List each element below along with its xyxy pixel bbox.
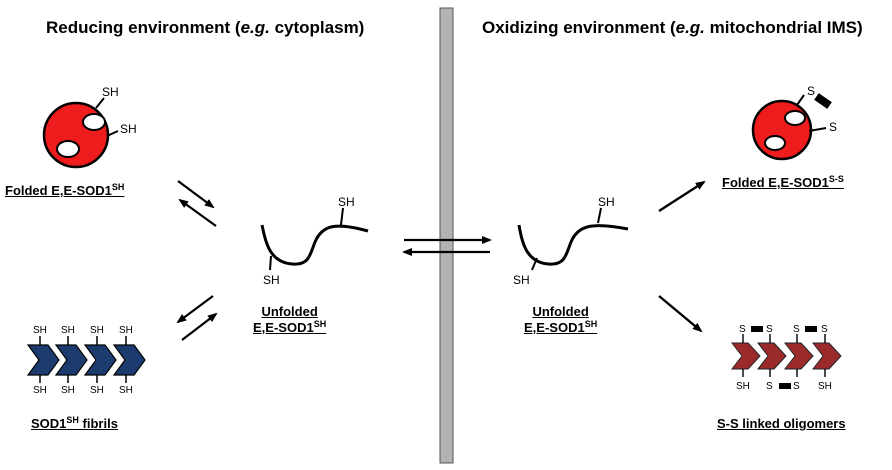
reducing-environment-header: Reducing environment (e.g. cytoplasm) xyxy=(46,18,364,38)
unfolded-right-line1: Unfolded xyxy=(532,304,589,319)
sh-group-label: SH xyxy=(119,385,133,396)
equilibrium-arrow-lower-left xyxy=(176,295,218,341)
header-right-italic: e.g. xyxy=(675,18,705,37)
sh-group-label: SH xyxy=(120,122,137,136)
reaction-arrow-to-oligomers xyxy=(658,295,703,333)
unfolded-left-line2: E,E-SOD1 xyxy=(253,320,314,335)
sh-group-label: SH xyxy=(736,381,750,392)
sh-group-label: SH xyxy=(90,385,104,396)
fibrils-label: SOD1SH fibrils xyxy=(31,416,118,432)
sh-group-label: SH xyxy=(338,195,355,209)
oxidizing-environment-header: Oxidizing environment (e.g. mitochondria… xyxy=(482,18,863,38)
sh-group-label: SH xyxy=(33,325,47,336)
disulfide-bond-bar xyxy=(779,383,791,389)
header-left-text: Reducing environment ( xyxy=(46,18,241,37)
header-left-italic: e.g. xyxy=(240,18,270,37)
sh-group-label: SH xyxy=(598,195,615,209)
disulfide-bond-bar xyxy=(751,326,763,332)
folded-oxidized-label-text: Folded E,E-SOD1 xyxy=(722,175,829,190)
s-group-label: S xyxy=(793,381,800,392)
equilibrium-arrow-upper-left xyxy=(177,180,217,227)
sh-group-label: SH xyxy=(61,325,75,336)
unfolded-sod1-left-icon: SH SH xyxy=(260,195,369,287)
s-group-label: S xyxy=(739,324,746,335)
equilibrium-arrow-membrane xyxy=(402,236,492,256)
s-group-label: S xyxy=(766,324,773,335)
unfolded-sod1-right-icon: SH SH xyxy=(513,195,629,287)
fibrils-label-tail: fibrils xyxy=(78,416,118,431)
sh-group-label: SH xyxy=(102,85,119,99)
s-group-label: S xyxy=(766,381,773,392)
folded-reduced-label: Folded E,E-SOD1SH xyxy=(5,183,124,199)
sh-group-label: SH xyxy=(263,273,280,287)
s-group-label: S xyxy=(821,324,828,335)
oligomers-label-text: S-S linked oligomers xyxy=(717,416,846,431)
sod1-fibrils-icon: SH SH SH SH SH SH SH SH xyxy=(27,325,146,396)
s-group-label: S xyxy=(829,120,837,134)
unfolded-right-line2: E,E-SOD1 xyxy=(524,320,585,335)
sh-group-label: SH xyxy=(33,385,47,396)
fibrils-label-sup: SH xyxy=(66,415,79,425)
header-left-tail: cytoplasm) xyxy=(269,18,365,37)
sh-group-label: SH xyxy=(61,385,75,396)
membrane-bar xyxy=(439,7,454,464)
sh-group-label: SH xyxy=(90,325,104,336)
folded-oxidized-label-sup: S-S xyxy=(828,174,844,184)
fibrils-label-text: SOD1 xyxy=(31,416,67,431)
s-group-label: S xyxy=(807,84,815,98)
unfolded-left-sup: SH xyxy=(313,319,327,329)
disulfide-bond-bar xyxy=(814,93,832,109)
s-group-label: S xyxy=(793,324,800,335)
unfolded-right-sup: SH xyxy=(584,319,598,329)
header-right-text: Oxidizing environment ( xyxy=(482,18,676,37)
oligomers-label: S-S linked oligomers xyxy=(717,416,846,432)
sh-group-label: SH xyxy=(119,325,133,336)
unfolded-left-line1: Unfolded xyxy=(261,304,318,319)
folded-reduced-sod1-icon: SH SH xyxy=(42,85,137,169)
folded-reduced-label-text: Folded E,E-SOD1 xyxy=(5,183,112,198)
sh-group-label: SH xyxy=(818,381,832,392)
sh-group-label: SH xyxy=(513,273,530,287)
folded-oxidized-label: Folded E,E-SOD1S-S xyxy=(722,175,844,191)
disulfide-bond-bar xyxy=(805,326,817,332)
folded-oxidized-sod1-icon: S S xyxy=(751,84,837,161)
reaction-arrow-to-folded xyxy=(658,180,706,213)
oligomers-icon: S S S S SH S S SH xyxy=(731,324,842,392)
header-right-tail: mitochondrial IMS) xyxy=(704,18,863,37)
folded-reduced-label-sup: SH xyxy=(111,182,125,192)
